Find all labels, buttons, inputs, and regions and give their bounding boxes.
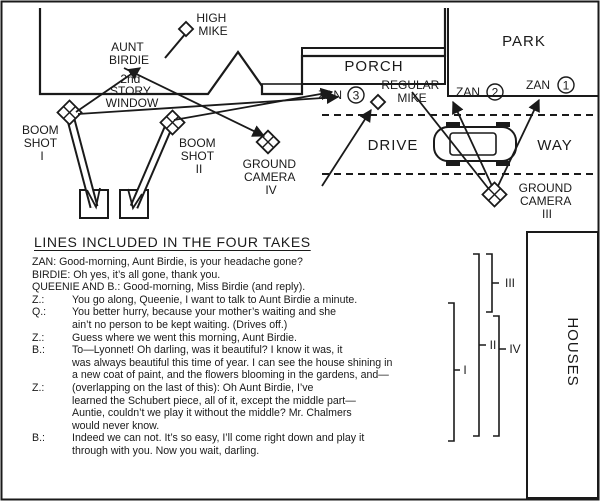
dialogue-speaker: Z.:: [32, 381, 45, 394]
aunt-birdie-label: AUNT BIRDIE: [109, 40, 149, 67]
svg-text:ZAN: ZAN: [318, 88, 342, 102]
dialogue-text: Indeed we can not. It’s so easy, I’ll co…: [72, 432, 365, 445]
dialogue-text: ZAN: Good-morning, Aunt Birdie, is your …: [32, 256, 303, 268]
high-mike-label: HIGH MIKE: [196, 11, 229, 38]
bracket-take-2-label: II: [490, 338, 497, 352]
drive-label: DRIVE: [368, 137, 419, 154]
second-story-window-label: 2nd STORY WINDOW: [106, 72, 159, 110]
dialogue-continuation: learned the Schubert piece, all of it, e…: [72, 394, 356, 407]
boom-shot-1-label: BOOM SHOT I: [22, 123, 62, 163]
porch-label: PORCH: [344, 58, 403, 75]
bracket-take-2: [473, 253, 486, 437]
svg-text:ZAN: ZAN: [456, 85, 480, 99]
high-mike-icon: [164, 20, 195, 59]
dialogue-continuation: would never know.: [72, 419, 160, 432]
dialogue-line: Z.: You go along, Queenie, I want to tal…: [30, 294, 460, 307]
bracket-take-3: [486, 253, 499, 313]
dialogue-continuation: Auntie, couldn’t we play it without the …: [72, 407, 352, 420]
houses-label: HOUSES: [564, 317, 581, 386]
dialogue-speaker: B.:: [32, 344, 45, 357]
dialogue-line: Z.: Guess where we went this morning, Au…: [30, 332, 460, 345]
porch-steps: [261, 83, 303, 95]
dialogue-text: To—Lyonnet! Oh darling, was it beautiful…: [72, 344, 343, 357]
dialogue-continuation: was always beautiful this time of year. …: [72, 356, 393, 369]
dialogue-line: B.: To—Lyonnet! Oh darling, was it beaut…: [30, 344, 460, 357]
boom-shot-2-label: BOOM SHOT II: [179, 136, 219, 176]
regular-mike-label: REGULAR MIKE: [381, 78, 442, 105]
dialogue-continuation: a new coat of paint, and the flowers blo…: [72, 369, 389, 382]
dialogue-continuation: through with you. Now you wait, darling.: [72, 444, 260, 457]
dialogue-line: BIRDIE: Oh yes, it’s all gone, thank you…: [30, 269, 460, 282]
svg-text:ZAN: ZAN: [526, 78, 550, 92]
bracket-take-4-label: IV: [509, 342, 520, 356]
ground-camera-3-icon: [481, 181, 508, 208]
dialogue-speaker: B.:: [32, 432, 45, 445]
bracket-take-1: [448, 302, 460, 442]
park-border: [447, 8, 598, 97]
dialogue-line: Z.: (overlapping on the last of this): O…: [30, 382, 460, 395]
dialogue-continuation: ain’t no person to be kept waiting. (Dri…: [72, 318, 288, 331]
bracket-take-3-label: III: [505, 276, 515, 290]
park-label: PARK: [502, 33, 546, 50]
houses-block: [526, 231, 599, 499]
dialogue-text: QUEENIE AND B.: Good-morning, Miss Birdi…: [32, 281, 306, 294]
ground-camera-3-label: GROUND CAMERA III: [519, 181, 576, 221]
svg-text:2: 2: [492, 86, 499, 100]
take-brackets: [448, 253, 506, 442]
boom-shot-1-icon: [56, 99, 109, 219]
bracket-take-4: [493, 315, 506, 437]
dialogue-text: You better hurry, because your mother’s …: [72, 306, 337, 319]
dialogue-speaker: Q.:: [32, 306, 47, 319]
zan-position-3: ZAN 3: [318, 86, 365, 104]
porch-outline: [301, 47, 446, 85]
lines-section: LINES INCLUDED IN THE FOUR TAKES ZAN: Go…: [30, 234, 460, 458]
dialogue-text: You go along, Queenie, I want to talk to…: [72, 293, 358, 306]
dialogue-text: BIRDIE: Oh yes, it’s all gone, thank you…: [32, 268, 221, 281]
dialogue-line: QUEENIE AND B.: Good-morning, Miss Birdi…: [30, 281, 460, 294]
way-label: WAY: [537, 137, 573, 154]
lines-heading: LINES INCLUDED IN THE FOUR TAKES: [34, 234, 311, 250]
bracket-take-1-label: I: [463, 363, 466, 377]
ground-camera-4-label: GROUND CAMERA IV: [243, 157, 300, 197]
regular-mike-icon: [369, 93, 387, 111]
zan-position-2: ZAN 2: [456, 83, 504, 101]
dialogue-text: (overlapping on the last of this): Oh Au…: [72, 381, 314, 394]
dialogue-line: Q.: You better hurry, because your mothe…: [30, 306, 460, 319]
dialogue-text: Guess where we went this morning, Aunt B…: [72, 331, 297, 344]
svg-text:3: 3: [353, 89, 360, 103]
dialogue-line: B.: Indeed we can not. It’s so easy, I’l…: [30, 432, 460, 445]
boom-shot-2-icon: [119, 109, 186, 219]
sight-lines: [75, 67, 540, 189]
car: [433, 122, 517, 166]
zan-position-1: ZAN 1: [526, 76, 575, 94]
dialogue-line: ZAN: Good-morning, Aunt Birdie, is your …: [30, 256, 460, 269]
svg-text:1: 1: [563, 79, 570, 93]
dialogue-speaker: Z.:: [32, 293, 45, 306]
dialogue-speaker: Z.:: [32, 331, 45, 344]
